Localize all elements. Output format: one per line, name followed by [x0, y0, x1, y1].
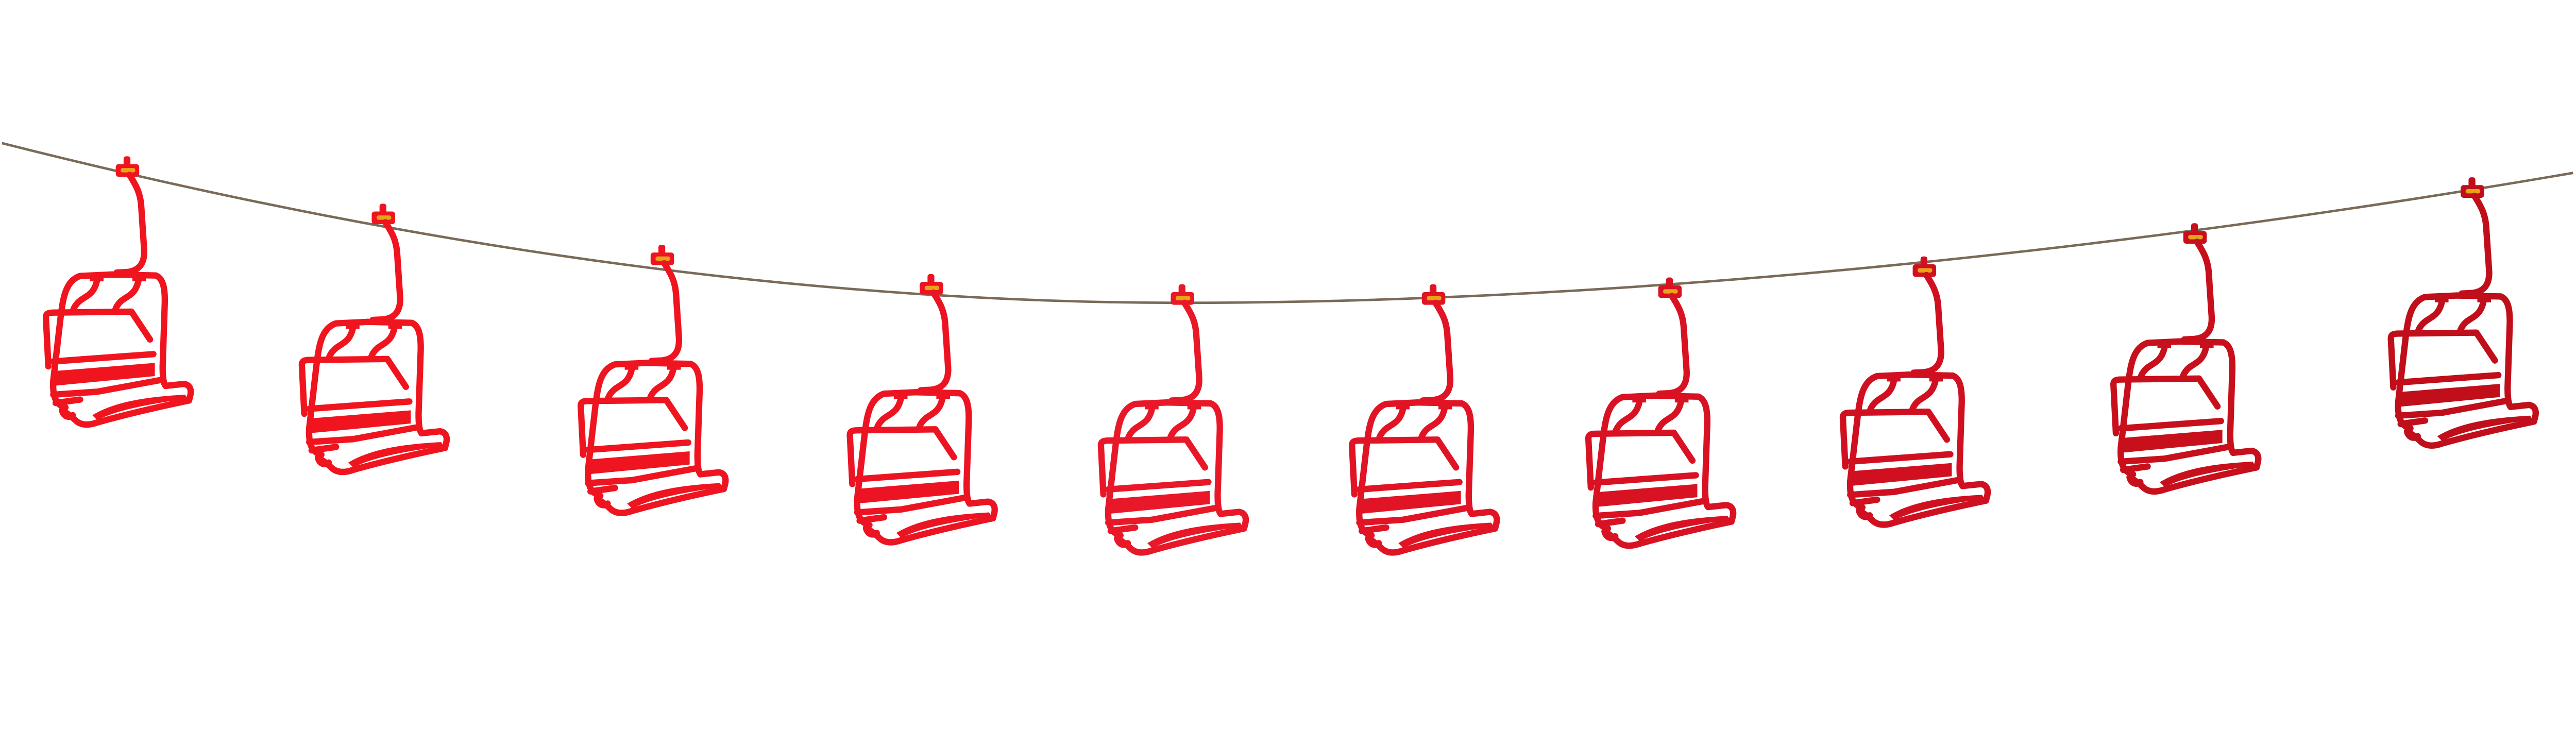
ski-lift-chair — [581, 245, 725, 513]
ski-lift-chair — [302, 204, 447, 472]
ski-lift-chair — [2113, 223, 2258, 492]
ski-lift-chair — [1843, 257, 1988, 525]
cable — [2, 142, 2573, 304]
ski-lift-chair — [46, 156, 191, 425]
garland-scene — [2, 142, 2573, 706]
ski-lift-chair — [1352, 284, 1497, 553]
ski-lift-chair — [1101, 284, 1246, 553]
ski-lift-chair — [2391, 177, 2536, 446]
chair-row — [46, 156, 2536, 552]
ski-lift-chair — [850, 274, 995, 543]
ski-lift-chair — [1588, 277, 1733, 546]
